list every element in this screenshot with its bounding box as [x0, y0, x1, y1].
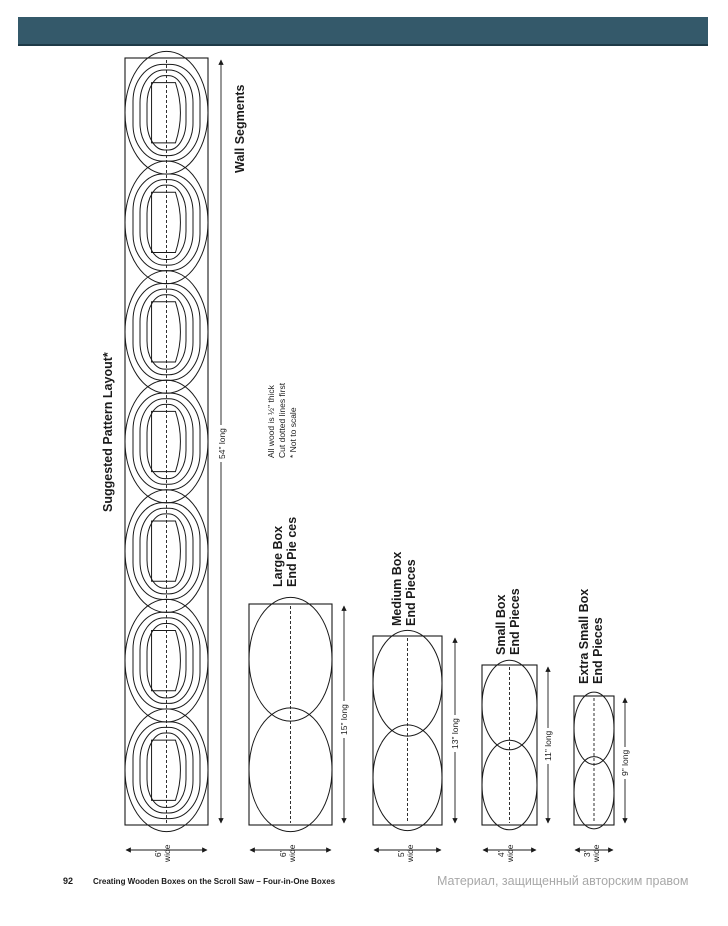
page-number: 92	[63, 876, 74, 886]
xsmall-cut-outline	[573, 756, 615, 830]
section-title: Suggested Pattern Layout*	[101, 352, 115, 512]
small-cut-outline	[481, 739, 538, 831]
small-box-label: Small Box End Pieces	[494, 588, 522, 655]
large-piece	[248, 596, 333, 833]
wall-length-label: 54" long	[217, 425, 227, 462]
large-length-label: 15" long	[339, 701, 349, 738]
header-band	[18, 17, 708, 46]
small-length-label: 11" long	[543, 727, 553, 764]
wall-inner-box	[151, 410, 181, 473]
note-thickness: All wood is ½" thick	[266, 385, 276, 458]
small-piece	[481, 659, 538, 831]
note-scale: * Not to scale	[288, 407, 298, 458]
note-dotted: Cut dotted lines first	[277, 382, 287, 458]
xsmall-length-label: 9" long	[620, 746, 630, 779]
wall-inner-box	[151, 191, 181, 253]
medium-cut-outline	[372, 629, 443, 737]
wall-inner-box	[151, 82, 181, 144]
medium-piece	[372, 629, 443, 832]
wall-inner-box	[151, 630, 181, 692]
medium-box-label: Medium Box End Pieces	[390, 551, 418, 626]
notes: All wood is ½" thick Cut dotted lines fi…	[266, 383, 299, 458]
xsmall-piece	[573, 691, 615, 830]
wall-width-label: 6"wide	[153, 844, 172, 862]
watermark-text: Материал, защищенный авторским правом	[437, 874, 689, 888]
small-width-label: 4"wide	[496, 844, 515, 862]
xsmall-width-label: 3"wide	[582, 844, 601, 862]
large-box-label: Large Box End Pie ces	[271, 516, 299, 587]
wall-ring	[139, 507, 194, 595]
wall-ring	[146, 403, 187, 480]
wall-cut-outline	[124, 708, 209, 833]
wall-ring	[139, 288, 194, 376]
book-title: Creating Wooden Boxes on the Scroll Saw …	[93, 877, 336, 886]
wall-inner-box	[151, 739, 181, 801]
wall-ring	[146, 294, 187, 370]
medium-board-outline	[372, 635, 443, 826]
xsmall-board-outline	[573, 695, 615, 826]
wall-inner-box	[151, 301, 181, 363]
wall-piece	[124, 50, 209, 833]
wall-ring	[146, 513, 187, 589]
wall-inner-box	[151, 520, 181, 582]
small-board-outline	[481, 664, 538, 826]
wall-ring	[139, 398, 194, 485]
extra-small-box-label: Extra Small Box End Pieces	[577, 588, 605, 684]
wall-segments-label: Wall Segments	[233, 84, 247, 173]
medium-length-label: 13" long	[450, 715, 460, 752]
medium-width-label: 5"wide	[396, 844, 415, 862]
large-width-label: 6"wide	[278, 844, 297, 862]
large-board-outline	[248, 603, 333, 826]
